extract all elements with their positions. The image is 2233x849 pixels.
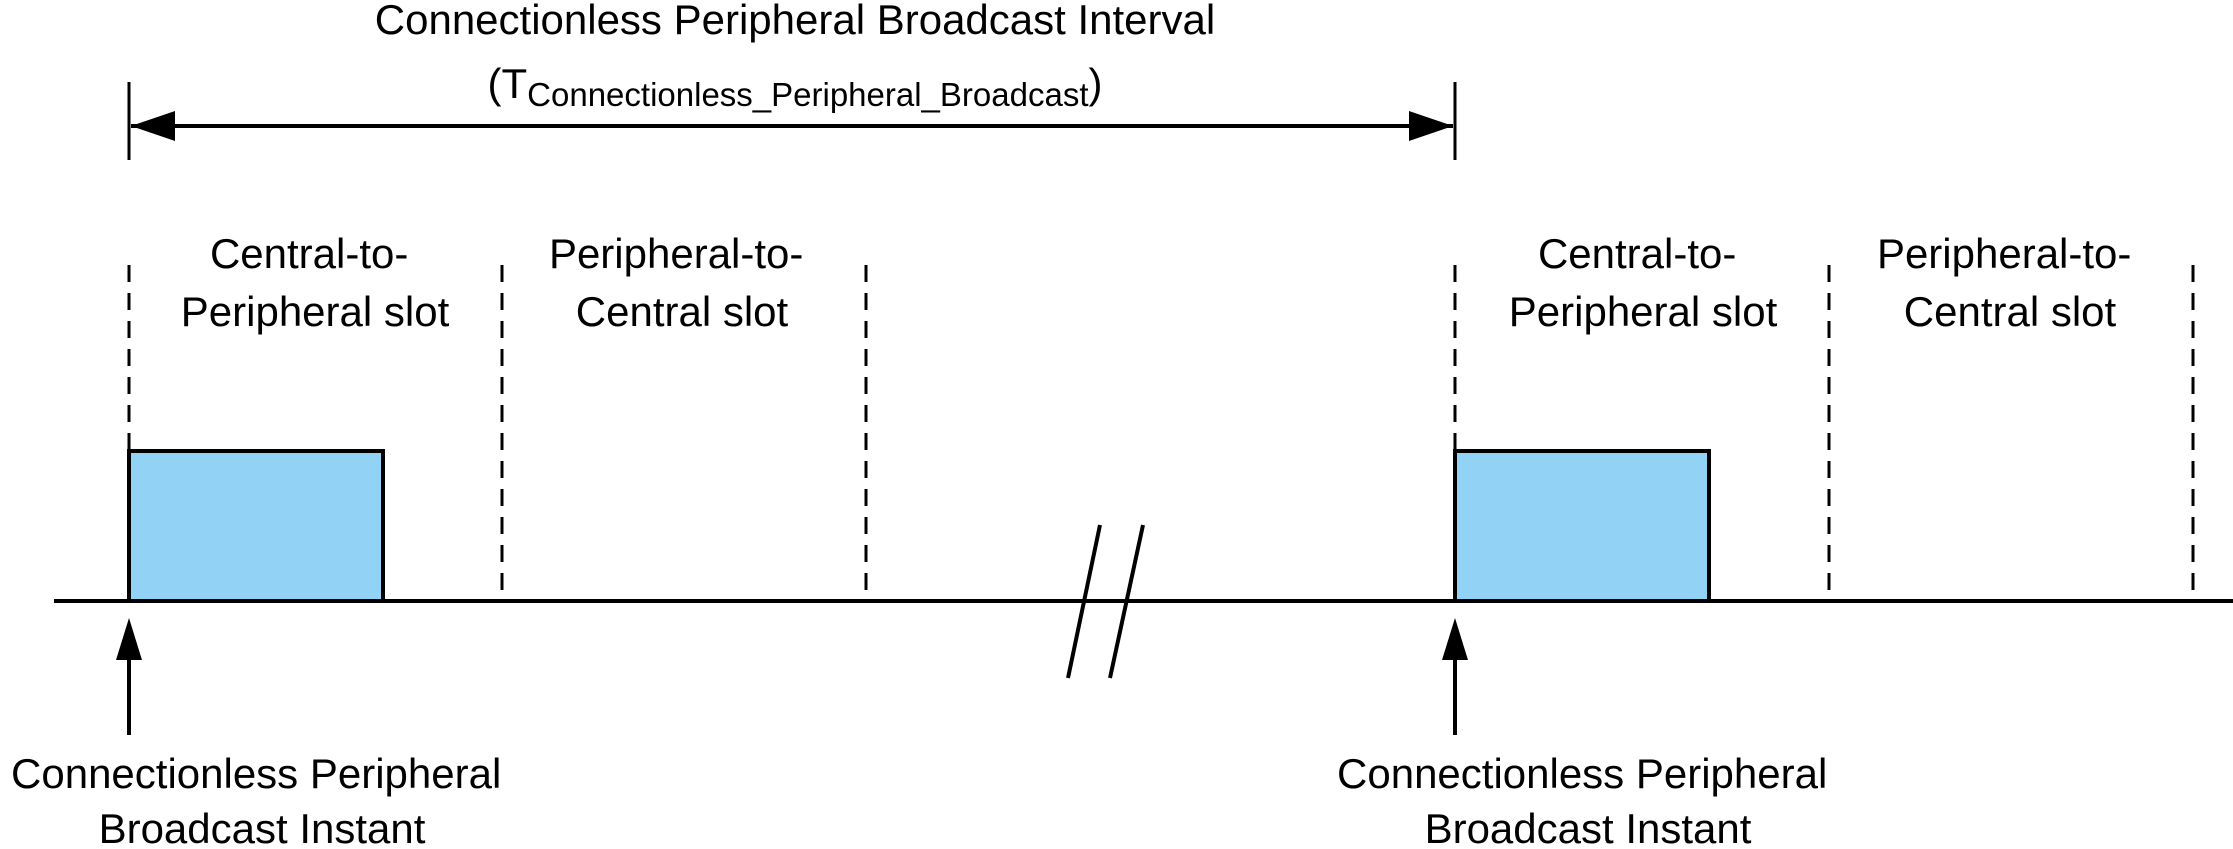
interval-symbol-open: (T: [488, 60, 528, 107]
time-break-mark: [1108, 524, 1145, 679]
instant-arrowhead: [116, 618, 142, 660]
packet-box: [1453, 449, 1711, 603]
interval-title: Connectionless Peripheral Broadcast Inte…: [375, 0, 1215, 43]
interval-arrowhead-right: [1409, 111, 1453, 141]
peripheral-to-central-slot-label: Peripheral-to- Central slot: [1877, 230, 2143, 335]
time-break-mark: [1066, 524, 1102, 679]
central-to-peripheral-slot-label: Central-to- Peripheral slot: [181, 230, 450, 335]
interval-arrowhead-left: [131, 111, 175, 141]
packet-box: [127, 449, 385, 603]
interval-symbol-subscript: Connectionless_Peripheral_Broadcast: [527, 76, 1088, 113]
interval-symbol: (TConnectionless_Peripheral_Broadcast): [488, 60, 1103, 113]
instant-arrowhead: [1442, 618, 1468, 660]
central-to-peripheral-slot-label: Central-to- Peripheral slot: [1509, 230, 1778, 335]
broadcast-instant-label: Connectionless Peripheral Broadcast Inst…: [1337, 750, 1839, 849]
broadcast-instant-label: Connectionless Peripheral Broadcast Inst…: [11, 750, 513, 849]
interval-symbol-close: ): [1089, 60, 1103, 107]
peripheral-to-central-slot-label: Peripheral-to- Central slot: [549, 230, 815, 335]
